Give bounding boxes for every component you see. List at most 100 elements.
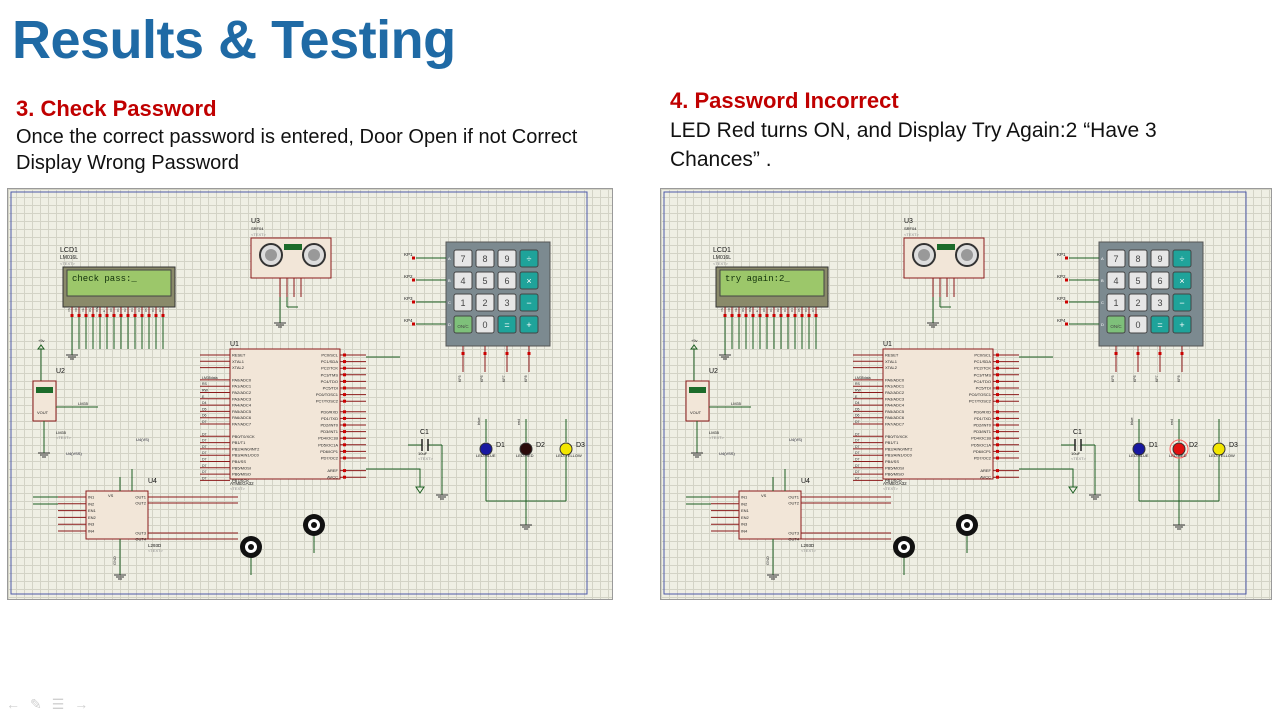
mcu-pin-label: PD2/INT0 [320,423,338,428]
ground-symbol [927,317,939,328]
pin-marker [98,314,102,317]
cap-ref: C1 [420,429,429,436]
net-label: D4 [855,401,860,405]
pin-marker [814,314,818,317]
lcd-pin-label: RS [741,308,745,312]
net-label: KP6 [480,375,484,382]
keypad-key-label: ÷ [1180,254,1185,264]
lcd-part: LM016L [713,255,731,261]
mcu-pin-label: PA4/ADC4 [232,403,252,408]
led-ref: D1 [496,442,505,449]
driver-pin-label: IN2 [88,501,95,506]
back-icon[interactable]: ← [6,696,20,712]
net-label: blue [476,417,481,425]
keypad-key [1106,271,1126,290]
keypad-key [453,249,473,268]
keypad-key [519,315,539,334]
section-description-check-password: Once the correct password is entered, Do… [16,124,577,176]
ground-symbol [520,519,532,530]
pin-marker [343,373,346,377]
mcu-pin-label: PA0/ADC0 [885,377,905,382]
keypad-key [519,271,539,290]
led-part: LED-BLUE [1129,453,1149,458]
sensor-part: SRF04 [904,226,917,231]
mcu-pin-label: PB1/T1 [885,440,899,445]
keypad-key-label: 0 [1135,320,1140,330]
description-line: Once the correct password is entered, Do… [16,126,578,148]
mcu-pin-label: PD4/OC1B [318,436,338,441]
mcu-pin-label: PA1/ADC1 [232,384,252,389]
net-label: D7 [202,451,207,455]
power-arrow [415,486,425,494]
pin-marker [133,314,137,317]
keypad-key-label: 5 [482,276,487,286]
keypad-key-label: 3 [504,298,509,308]
lcd-pin-label: D7 [811,308,815,312]
footer-nav: ← ✎ ☰ → [6,696,88,713]
section-heading-password-incorrect: 4. Password Incorrect [670,88,899,113]
mcu-pin-label: PD5/OC1A [318,442,338,447]
motor-driver: U4IN1IN2EN1EN2IN3IN4OUT1OUT2OUT3OUT4VSGN… [33,437,238,580]
pin-marker [996,423,999,427]
net-label: LM35 [78,401,89,406]
ground-symbol [719,349,731,360]
keypad-row-letter: D [1101,322,1104,327]
mcu-part: ATMEGA32 [230,481,254,486]
power-arrow [1068,486,1078,494]
net-label: D5 [202,407,207,411]
led-part: LED-BLUE [476,453,496,458]
pin-marker [996,373,999,377]
ground-symbol [66,349,78,360]
mcu-pin-label: PC2/TCK [321,366,338,371]
lcd-screen [719,269,825,297]
mcu-body [882,348,994,480]
forward-icon[interactable]: → [74,696,89,712]
lcd-screen [66,269,172,297]
mcu-pin-label: PC7/TOSC2 [969,399,992,404]
pin-marker [996,393,999,397]
mcu-pin-label: PA7/ADC7 [885,422,905,427]
lcd-pin-label: VS [67,308,71,312]
net-label: KP4 [1057,318,1066,323]
keypad-key-label: × [526,276,531,286]
menu-icon[interactable]: ☰ [51,696,65,712]
led-body [1132,442,1146,456]
net-label: D7 [202,445,207,449]
net-label: D7 [855,470,860,474]
mcu-pin-label: PB6/MISO [232,472,251,477]
mcu-pin-label: PD5/OC1A [971,442,991,447]
net-label: D7 [855,476,860,480]
pen-icon[interactable]: ✎ [30,696,42,712]
net-label: RW [855,389,861,393]
led-body [1212,442,1226,456]
pin-marker [996,360,999,364]
pin-marker [996,399,999,403]
mcu-ref: U1 [230,341,239,348]
ground-symbol [38,447,50,458]
pin-marker [996,436,999,440]
keypad-key-label: 9 [504,254,509,264]
motor-driver: U4IN1IN2EN1EN2IN3IN4OUT1OUT2OUT3OUT4VSGN… [686,437,891,580]
keypad-row-letter: D [448,322,451,327]
keypad-key [1106,249,1126,268]
pin-marker [412,300,415,304]
motor-2-shaft [248,544,254,550]
mcu-pin-label: PD0/RXD [974,409,991,414]
text-tag: <TEXT> [148,548,164,553]
pin-marker [996,443,999,447]
mcu-pin-label: PA6/ADC6 [232,415,252,420]
keypad-key [1150,271,1170,290]
net-label: KP1 [1057,252,1066,257]
lcd-pin-label: D4 [137,308,141,312]
driver-pin-label: VS [761,493,767,498]
lcd-text: try again:2_ [725,274,790,284]
lcd-pin-label: D3 [783,308,787,312]
text-tag: <TEXT> [883,486,899,491]
mcu-pin-label: PB7/SCK [232,478,249,483]
